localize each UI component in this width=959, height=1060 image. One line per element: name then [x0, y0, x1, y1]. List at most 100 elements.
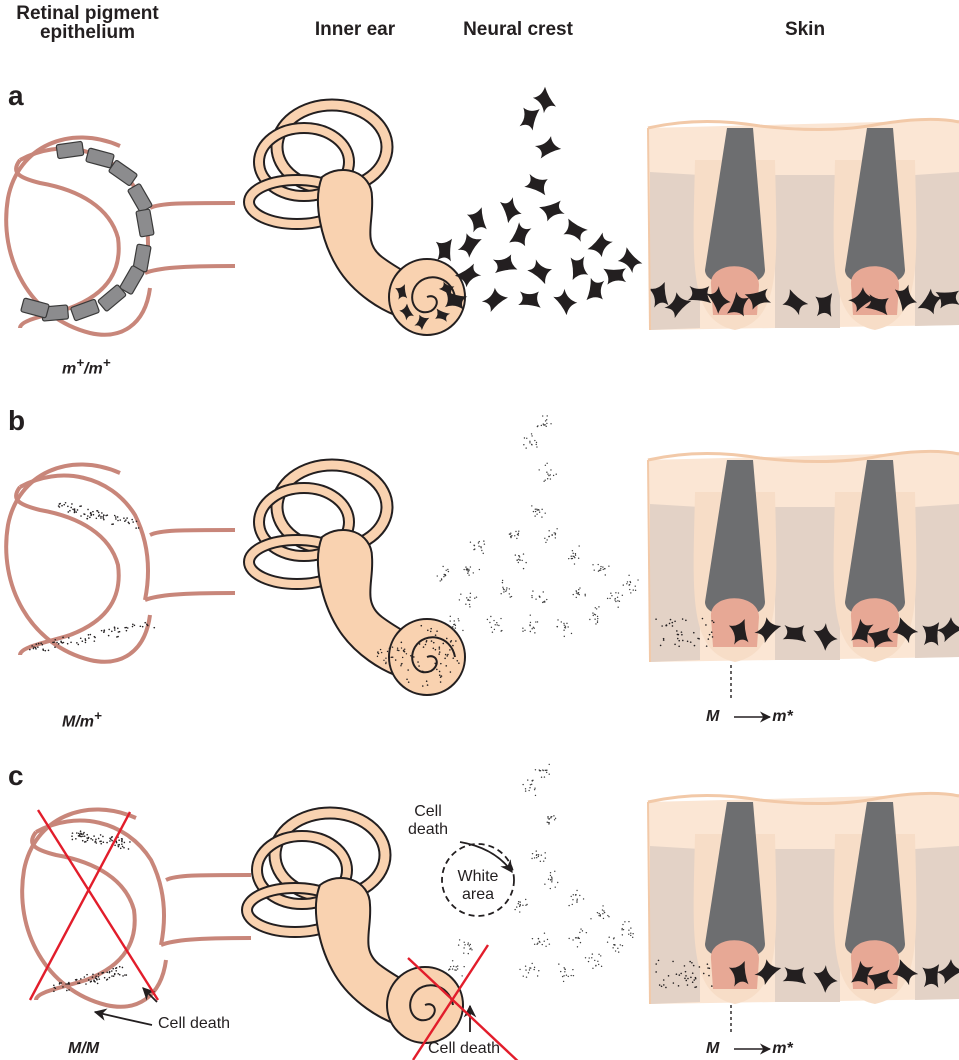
rpe-melanin-dot — [90, 838, 92, 840]
ghost-melanocyte-dot — [522, 905, 523, 906]
ghost-melanocyte-dot — [546, 426, 547, 427]
ghost-melanocyte-dot — [536, 944, 537, 945]
ghost-melanocyte-dot — [493, 620, 494, 621]
rpe-melanin-dot — [76, 832, 78, 834]
rpe-melanin-dot — [124, 842, 126, 844]
rpe-melanin-dot — [116, 967, 118, 969]
rpe-pigment-cell — [56, 141, 84, 158]
rpe-cup — [6, 138, 235, 335]
rpe-melanin-dot — [92, 511, 94, 513]
ghost-melanocyte-dot — [585, 595, 586, 596]
cochlea-melanin-dot — [423, 646, 425, 648]
cochlea-melanin-dot — [422, 671, 424, 673]
rpe-melanin-dot — [98, 973, 100, 975]
ghost-melanocyte-dot — [557, 626, 558, 627]
neural-crest-cells — [437, 415, 639, 637]
ghost-melanocyte-dot — [628, 921, 629, 922]
rpe-melanin-dot — [61, 642, 63, 644]
skin-melanin-dot — [705, 624, 707, 626]
ghost-melanocyte-dot — [566, 623, 567, 624]
rpe-melanin-dot — [93, 514, 95, 516]
ghost-melanocyte-dot — [604, 912, 605, 913]
rpe-melanin-dot — [79, 982, 81, 984]
ghost-melanocyte-dot — [611, 595, 612, 596]
ghost-melanocyte-dot — [593, 615, 594, 616]
ghost-melanocyte-dot — [603, 910, 604, 911]
melanocyte — [534, 135, 562, 160]
rpe-melanin-dot — [60, 982, 62, 984]
rpe-melanin-dot — [119, 631, 121, 633]
ghost-melanocyte-dot — [444, 574, 445, 575]
ghost-melanocyte-dot — [534, 857, 535, 858]
cochlea-melanin-dot — [377, 656, 378, 657]
rpe-melanin-dot — [69, 983, 71, 985]
rpe-melanin-dot — [116, 842, 118, 844]
ghost-melanocyte-dot — [574, 563, 575, 564]
ghost-melanocyte-dot — [452, 968, 453, 969]
ghost-melanocyte-dot — [549, 943, 550, 944]
ghost-melanocyte-dot — [564, 624, 565, 625]
rpe-melanin-dot — [80, 978, 82, 980]
cochlea-melanin-dot — [408, 681, 410, 683]
ghost-melanocyte-dot — [458, 618, 459, 619]
cochlea-melanin-dot — [455, 640, 457, 642]
dermis-block — [650, 504, 700, 662]
ghost-melanocyte-dot — [545, 857, 546, 858]
ghost-melanocyte-dot — [608, 937, 609, 938]
cell-death-arrow-rpe-1 — [95, 1012, 152, 1025]
cochlea-melanin-dot — [430, 628, 432, 630]
ghost-melanocyte-dot — [584, 594, 585, 595]
ghost-melanocyte-dot — [470, 566, 471, 567]
ghost-melanocyte-dot — [572, 969, 573, 970]
cochlea-melanin-dot — [452, 645, 454, 647]
rpe-melanin-dot — [60, 641, 62, 643]
ghost-melanocyte-dot — [503, 591, 504, 592]
ghost-melanocyte-dot — [518, 559, 519, 560]
ghost-melanocyte-dot — [452, 626, 453, 627]
ghost-melanocyte-dot — [468, 574, 469, 575]
ghost-melanocyte-dot — [577, 593, 578, 594]
skin-melanin-dot — [696, 986, 698, 988]
rpe-melanin-dot — [127, 627, 129, 629]
rpe-melanin-dot — [54, 646, 56, 648]
ghost-melanocyte-dot — [545, 946, 546, 947]
ghost-melanocyte-dot — [514, 535, 515, 536]
rpe-melanin-dot — [58, 643, 60, 645]
rpe-melanin-dot — [113, 975, 115, 977]
ghost-melanocyte-dot — [480, 547, 481, 548]
ghost-melanocyte-dot — [548, 475, 549, 476]
melanocyte — [584, 230, 616, 260]
ghost-melanocyte-dot — [535, 769, 536, 770]
ghost-melanocyte-dot — [571, 896, 572, 897]
ghost-melanocyte-dot — [531, 784, 532, 785]
ghost-melanocyte-dot — [511, 596, 512, 597]
ghost-melanocyte-dot — [555, 533, 556, 534]
cochlea-melanin-dot — [447, 654, 449, 656]
rpe-melanin-dot — [80, 515, 82, 517]
ghost-melanocyte-dot — [563, 967, 564, 968]
ghost-melanocyte-dot — [541, 425, 542, 426]
ghost-melanocyte-dot — [576, 900, 577, 901]
ghost-melanocyte-dot — [565, 627, 566, 628]
skin-melanin-dot — [687, 640, 689, 642]
white-area-circle — [442, 844, 514, 916]
skin-melanin-dot — [682, 640, 684, 642]
ghost-melanocyte-dot — [597, 622, 598, 623]
ghost-melanocyte-dot — [538, 854, 539, 855]
ghost-melanocyte-dot — [563, 981, 564, 982]
ghost-melanocyte-dot — [534, 967, 535, 968]
ghost-melanocyte-dot — [547, 939, 548, 940]
skin-melanin-dot — [685, 980, 687, 982]
skin-melanin-dot — [678, 640, 680, 642]
ghost-melanocyte-dot — [536, 513, 537, 514]
ghost-melanocyte-dot — [555, 886, 556, 887]
cochlea-melanin-dot — [440, 676, 442, 678]
rpe-melanin-dot — [44, 650, 46, 652]
skin-melanin-dot — [685, 971, 687, 973]
rpe-melanin-dot — [135, 527, 137, 529]
ghost-melanocyte-dot — [514, 909, 515, 910]
rpe-melanin-dot — [118, 846, 120, 848]
ghost-melanocyte-dot — [509, 593, 510, 594]
rpe-melanin-dot — [121, 843, 123, 845]
